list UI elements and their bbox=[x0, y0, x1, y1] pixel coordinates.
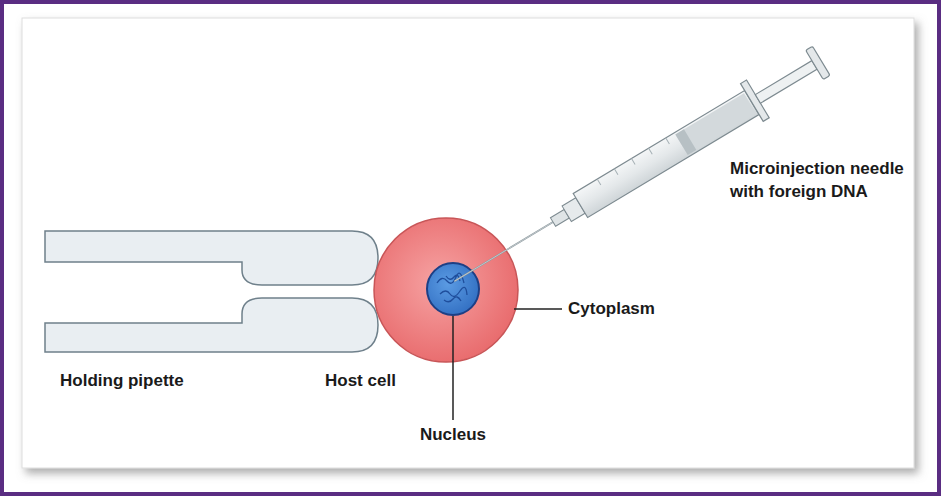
part-label: Host cell bbox=[325, 370, 396, 393]
panel bbox=[22, 18, 914, 468]
leader-line bbox=[452, 316, 454, 420]
needle-label: Microinjection needle with foreign DNA bbox=[730, 158, 905, 204]
leader-line bbox=[514, 308, 562, 310]
part-label: Nucleus bbox=[420, 424, 486, 447]
part-label: Cytoplasm bbox=[568, 298, 655, 321]
part-label: Holding pipette bbox=[60, 370, 184, 393]
host-cell bbox=[374, 218, 518, 362]
holding-pipette bbox=[45, 231, 378, 352]
